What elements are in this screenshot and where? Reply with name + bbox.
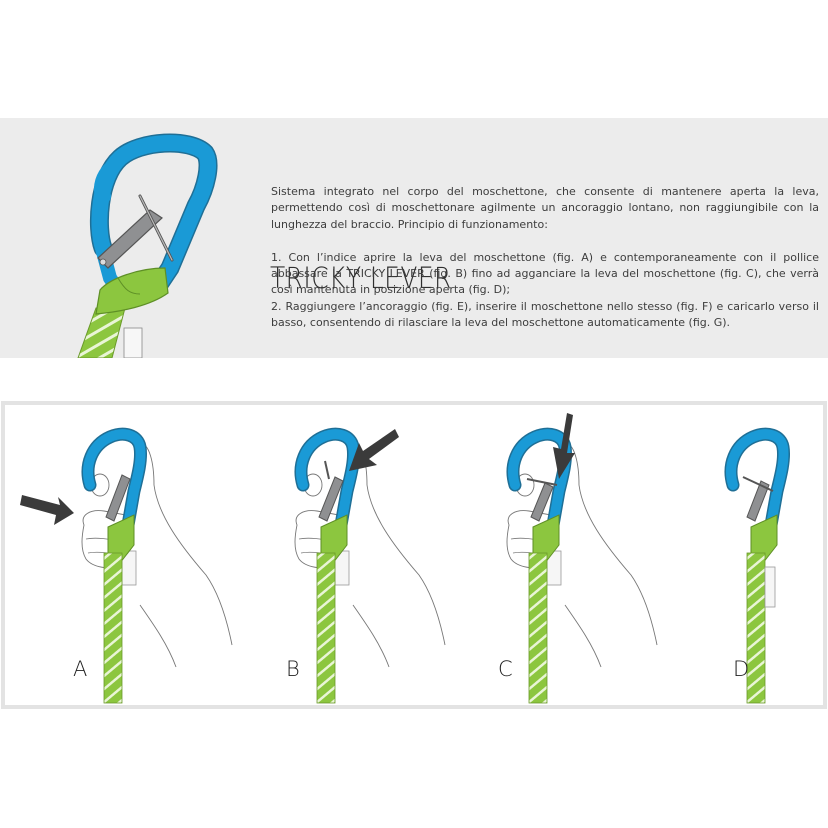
figure-label-c: C [498,657,513,681]
step-2: 2. Raggiungere l’ancoraggio (fig. E), in… [271,299,819,330]
page-title: TRICKY LEVER [270,261,452,295]
carabiner-hero-illustration [77,133,218,358]
figure-label-d: D [733,657,750,681]
figures-illustration [20,413,823,704]
info-panel: TRICKY LEVER [0,118,828,358]
figure-c [507,413,658,704]
figure-b [295,429,446,704]
figure-d [731,434,784,704]
figure-label-a: A [73,657,88,681]
intro-paragraph: Sistema integrato nel corpo del moschett… [271,185,819,231]
step-1: 1. Con l’indice aprire la leva del mosch… [271,250,819,297]
paragraph-spacer [271,233,819,249]
description-text: Sistema integrato nel corpo del moschett… [271,184,819,332]
figure-label-b: B [286,657,300,681]
figure-a [20,434,233,704]
figures-panel: A B C D [1,401,827,709]
